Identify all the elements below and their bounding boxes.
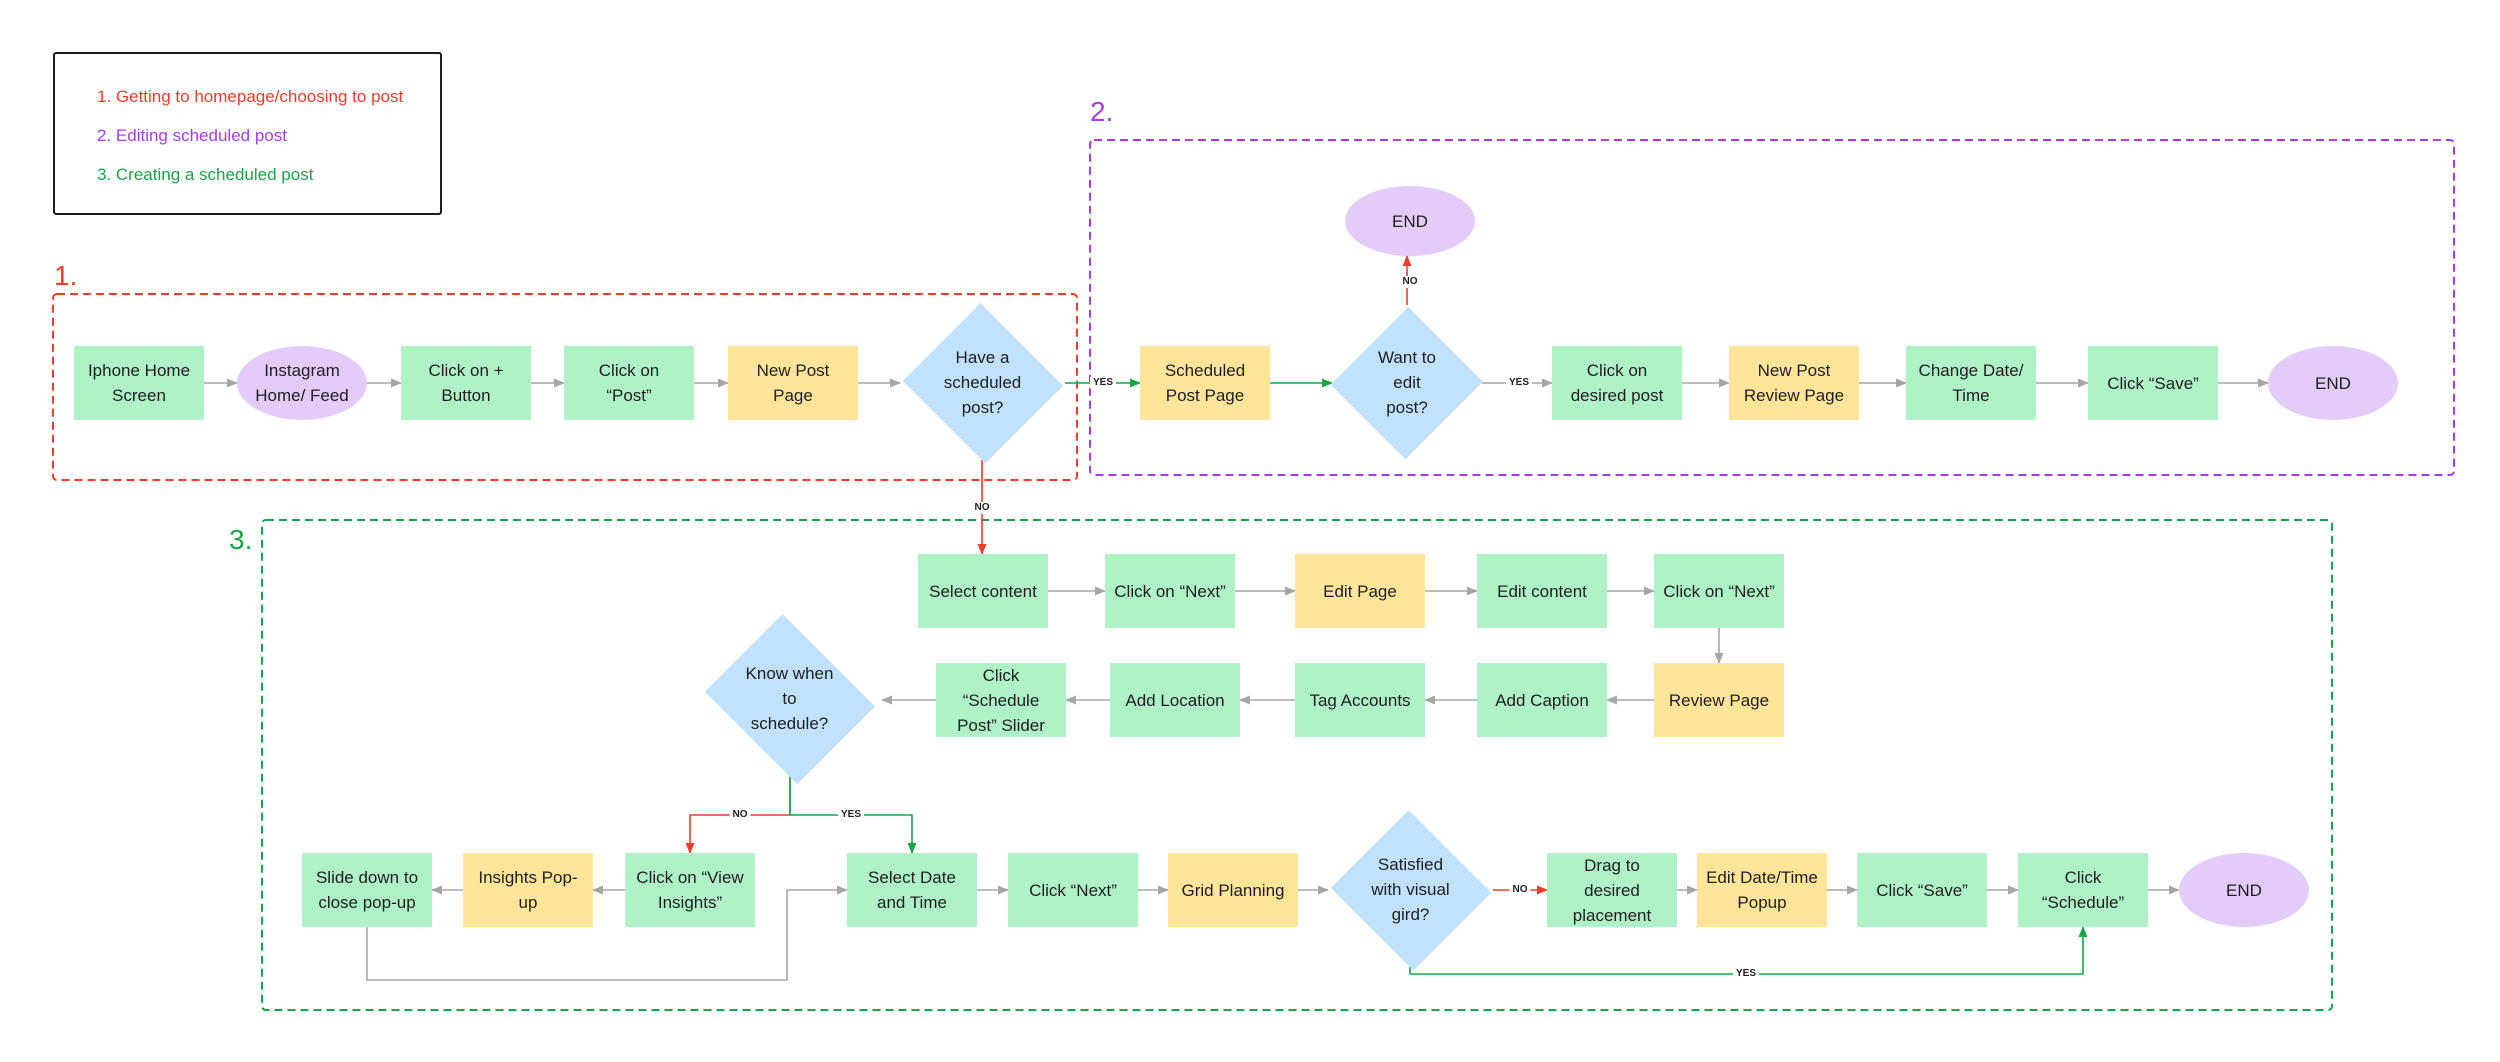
edge-label-no: NO [1399,276,1421,288]
node-know-when: Know when to schedule? [697,613,882,784]
node-click-next-3: Click “Next” [1008,853,1138,927]
node-have-scheduled: Have a scheduled post? [900,302,1065,463]
edge-label-yes: YES [1505,377,1533,389]
node-label: Have a scheduled post? [943,348,1022,417]
node-new-post-page: New Post Page [728,346,858,420]
node-click-post: Click on “Post” [564,346,694,420]
node-end-right: END [2268,346,2398,420]
node-want-edit: Want to edit post? [1330,305,1484,460]
node-click-plus: Click on + Button [401,346,531,420]
edge-label-no: NO [1509,884,1531,896]
node-new-post-review: New Post Review Page [1729,346,1859,420]
edge-label-no: NO [729,809,751,821]
node-click-schedule-slider: Click “Schedule Post” Slider [936,663,1066,737]
node-click-desired-post: Click on desired post [1552,346,1682,420]
section-label-1: 1. [54,260,78,291]
section-frame-s3 [261,519,2333,1011]
edge-label-yes: YES [837,809,865,821]
edge-label-yes: YES [1089,377,1117,389]
node-edit-page: Edit Page [1295,554,1425,628]
node-change-date: Change Date/ Time [1906,346,2036,420]
section-label-2: 2. [1090,96,1114,127]
node-review-page: Review Page [1654,663,1784,737]
section-frame-s2 [1089,139,2455,476]
node-edit-content: Edit content [1477,554,1607,628]
node-scheduled-post-page: Scheduled Post Page [1140,346,1270,420]
node-satisfied: Satisfied with visual gird? [1328,809,1493,970]
node-label: Want to edit post? [1378,348,1436,417]
node-label: Satisfied with visual gird? [1371,855,1450,924]
node-drag-placement: Drag to desired placement [1547,853,1677,927]
legend-item-creating: 3. Creating a scheduled post [97,165,314,184]
node-click-next-1: Click on “Next” [1105,554,1235,628]
legend-item-editing: 2. Editing scheduled post [97,126,287,145]
node-click-schedule: Click “Schedule” [2018,853,2148,927]
node-end-top: END [1345,186,1475,256]
section-frame-s1 [52,293,1078,481]
node-label: Know when to schedule? [745,664,834,733]
node-select-content: Select content [918,554,1048,628]
edge-satisfied-to-click-schedule [1409,925,2088,975]
section-label-3: 3. [229,524,253,555]
legend-item-homepage: 1. Getting to homepage/choosing to post [97,87,404,106]
node-add-location: Add Location [1110,663,1240,737]
node-instagram-home: Instagram Home/ Feed [237,346,367,420]
node-end-bottom: END [2179,853,2309,927]
node-tag-accounts: Tag Accounts [1295,663,1425,737]
node-slide-down: Slide down to close pop-up [302,853,432,927]
node-click-save-bottom: Click “Save” [1857,853,1987,927]
node-click-view-insights: Click on “View Insights” [625,853,755,927]
node-select-date-time: Select Date and Time [847,853,977,927]
edge-label-yes: YES [1732,968,1760,980]
edge-label-no: NO [971,502,993,514]
node-click-save-top: Click “Save” [2088,346,2218,420]
node-iphone-home: Iphone Home Screen [74,346,204,420]
node-click-next-2: Click on “Next” [1654,554,1784,628]
legend: 1. Getting to homepage/choosing to post … [53,52,442,215]
node-edit-date-popup: Edit Date/Time Popup [1697,853,1827,927]
node-add-caption: Add Caption [1477,663,1607,737]
node-insights-popup: Insights Pop- up [463,853,593,927]
edge-slide-down-to-select-date-time [366,885,849,981]
node-grid-planning: Grid Planning [1168,853,1298,927]
